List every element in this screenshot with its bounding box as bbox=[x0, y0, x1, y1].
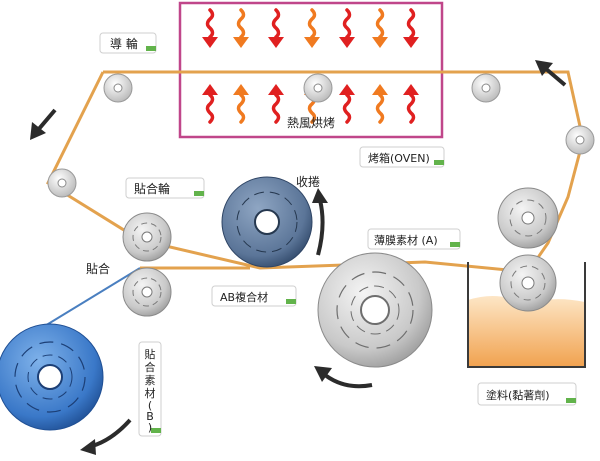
rewind-roll bbox=[221, 176, 313, 268]
coating-tank-fill bbox=[468, 296, 585, 367]
direction-arrow-top-left bbox=[30, 108, 57, 140]
svg-text:B: B bbox=[146, 410, 154, 423]
material-b-rotation-arrow bbox=[80, 418, 132, 455]
guide-roller-left bbox=[47, 168, 77, 198]
laminating-roller-upper bbox=[122, 212, 172, 262]
coating-label: 塗料(黏著劑) bbox=[486, 388, 550, 402]
label-tag-film-a bbox=[367, 228, 461, 250]
laminating-roller-label: 貼合輪 bbox=[134, 181, 170, 196]
guide-roller-top-center bbox=[303, 73, 333, 103]
hot-air-baking-label: 熱風烘烤 bbox=[287, 115, 335, 130]
hot-air-arrow-down-icon bbox=[233, 8, 249, 48]
hot-air-arrow-down-icon bbox=[339, 8, 355, 48]
hot-air-arrow-up-icon bbox=[202, 84, 218, 124]
web-path bbox=[46, 70, 585, 274]
label-tag-laminating-roller bbox=[125, 177, 205, 199]
hot-air-arrow-up-icon bbox=[372, 84, 388, 124]
svg-text:材: 材 bbox=[145, 386, 156, 400]
hot-air-arrow-down-icon bbox=[304, 8, 320, 48]
hot-air-arrow-up-icon bbox=[233, 84, 249, 124]
hot-air-arrow-down-icon bbox=[372, 8, 388, 48]
material-b-label: 貼 合 素 材 ( B ) bbox=[145, 347, 156, 434]
oven-label: 烤箱(OVEN) bbox=[368, 151, 430, 165]
coating-roller-lower bbox=[499, 254, 557, 312]
label-tag-oven bbox=[359, 146, 445, 168]
hot-air-arrow-down-icon bbox=[268, 8, 284, 48]
guide-roller-right bbox=[565, 125, 595, 155]
laminating-roller-lower bbox=[122, 267, 172, 317]
coating-tank bbox=[467, 262, 586, 368]
label-tag-coating bbox=[477, 382, 577, 406]
hot-air-arrow-up-icon bbox=[268, 84, 284, 124]
svg-text:貼: 貼 bbox=[145, 347, 156, 361]
laminate-label: 貼合 bbox=[86, 261, 110, 276]
hot-air-arrow-down-icon bbox=[202, 8, 218, 48]
label-tag-ab-composite bbox=[211, 285, 297, 307]
svg-text:): ) bbox=[148, 421, 152, 434]
ab-composite-label: AB複合材 bbox=[220, 290, 268, 304]
coating-roller-upper bbox=[497, 187, 559, 249]
film-a-rotation-arrow bbox=[314, 366, 373, 389]
film-a-label: 薄膜素材 (A) bbox=[374, 233, 438, 247]
hot-air-arrows-down bbox=[202, 8, 419, 48]
guide-roller-top-left bbox=[103, 73, 133, 103]
material-b-roll bbox=[0, 323, 104, 431]
hot-air-arrow-up-icon bbox=[403, 84, 419, 124]
direction-arrow-top-right bbox=[535, 60, 567, 87]
rewind-label: 收捲 bbox=[296, 175, 320, 189]
label-tag-material-b bbox=[138, 341, 162, 437]
svg-text:(: ( bbox=[148, 399, 152, 412]
hot-air-arrow-up-icon bbox=[339, 84, 355, 124]
guide-roller-top-right bbox=[471, 73, 501, 103]
svg-text:合: 合 bbox=[145, 360, 156, 374]
hot-air-arrow-down-icon bbox=[403, 8, 419, 48]
svg-text:素: 素 bbox=[145, 374, 156, 387]
rewind-rotation-arrow bbox=[312, 188, 328, 256]
film-a-roll bbox=[317, 252, 433, 368]
label-tag-guide-roller bbox=[99, 32, 157, 54]
guide-roller-label: 導 輪 bbox=[110, 36, 138, 51]
